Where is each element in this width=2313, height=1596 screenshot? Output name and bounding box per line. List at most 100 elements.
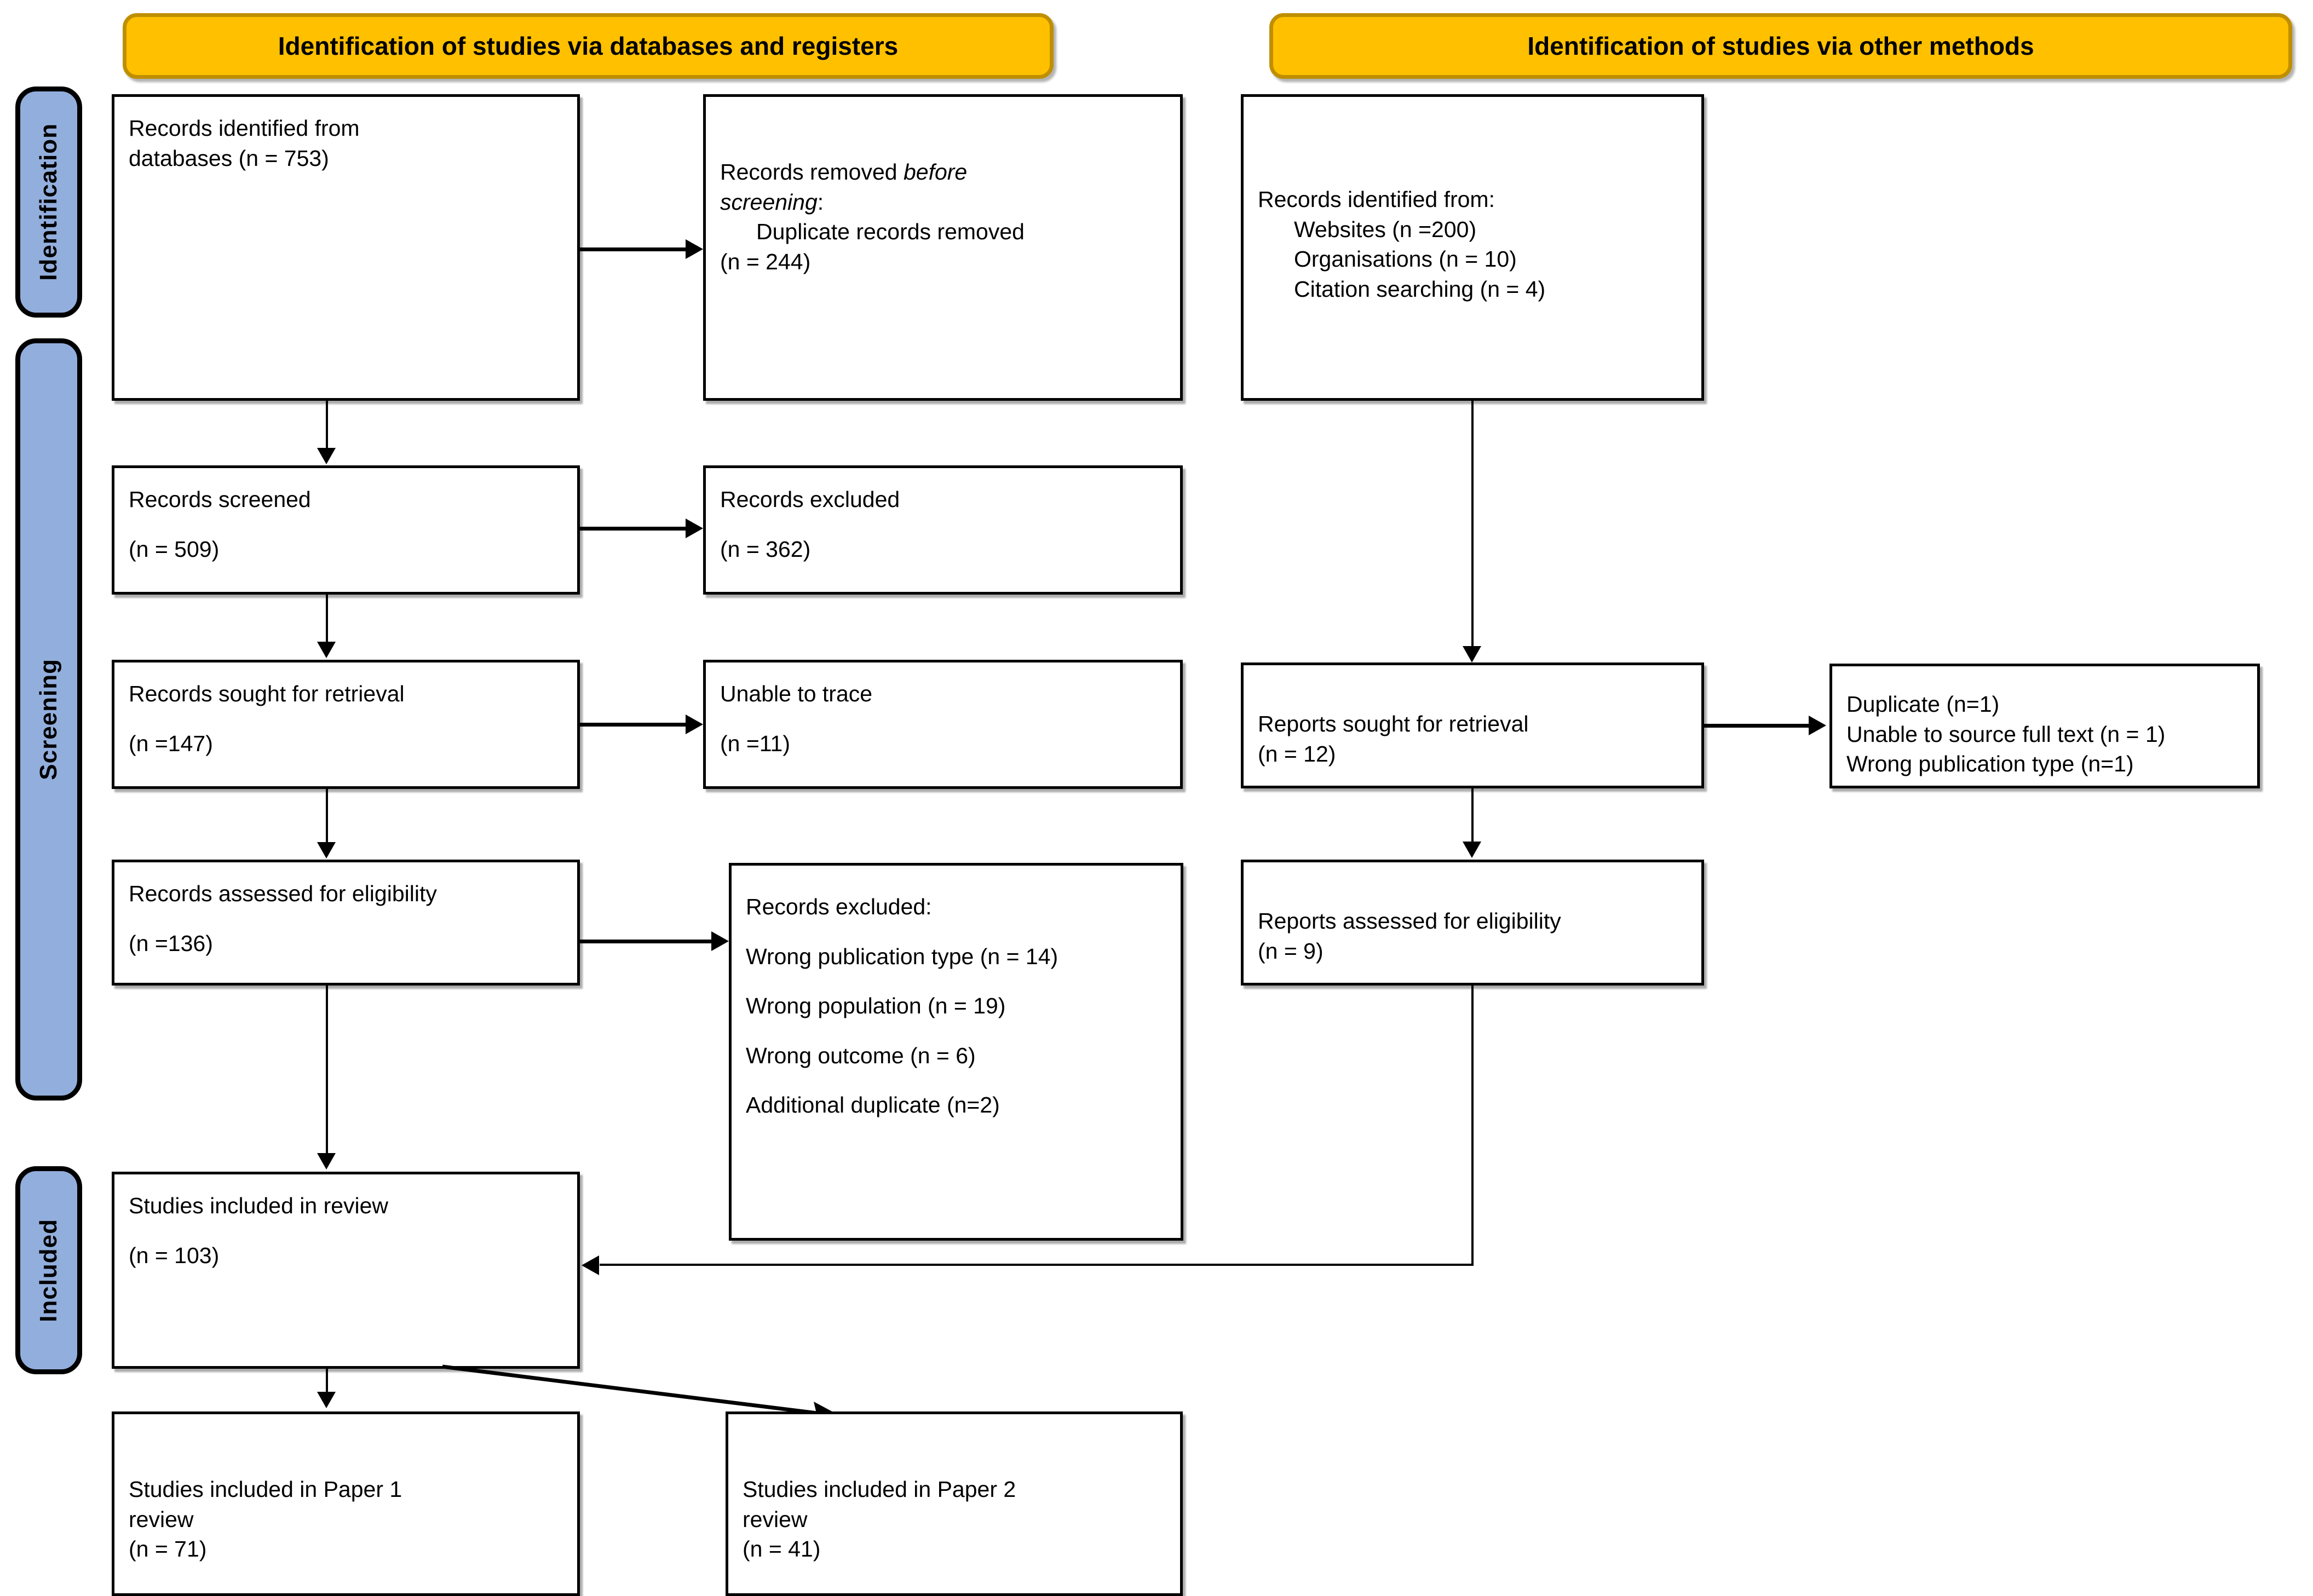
box-records-identified: Records identified from databases (n = 7… <box>112 94 580 401</box>
connector-reports-assessed-down <box>1471 986 1474 1266</box>
phase-label-included: Included <box>15 1166 82 1374</box>
records-excluded-label: Records excluded <box>720 487 900 512</box>
paper2-count: (n = 41) <box>743 1536 821 1562</box>
records-removed-line4: (n = 244) <box>720 249 811 274</box>
connector-screened-to-excluded <box>580 527 689 531</box>
reports-sought-count: (n = 12) <box>1258 741 1336 767</box>
records-excluded-spacer <box>720 515 1166 534</box>
arrowhead-assessed-to-excluded-detail <box>711 931 729 951</box>
studies-included-label: Studies included in review <box>129 1193 389 1218</box>
records-excluded-reason-population: Wrong population (n = 19) <box>746 993 1006 1019</box>
connector-assessed-to-studies-included <box>326 986 328 1155</box>
other-identified-heading: Records identified from: <box>1258 187 1495 212</box>
records-excluded-detail-heading: Records excluded: <box>746 894 932 919</box>
records-excluded-count: (n = 362) <box>720 536 811 562</box>
arrowhead-screened-to-sought <box>317 642 336 658</box>
records-removed-line1: Records removed before <box>720 159 968 185</box>
connector-reports-assessed-to-studies-included <box>600 1264 1472 1266</box>
box-records-screened: Records screened (n = 509) <box>112 465 580 595</box>
arrowhead-reports-sought-to-not-retrieved <box>1809 716 1826 735</box>
records-assessed-spacer <box>129 909 563 929</box>
arrowhead-screened-to-excluded <box>686 518 703 538</box>
connector-reports-sought-to-not-retrieved <box>1704 724 1813 728</box>
phase-label-screening: Screening <box>15 338 82 1101</box>
box-studies-included: Studies included in review (n = 103) <box>112 1172 580 1369</box>
records-sought-label: Records sought for retrieval <box>129 681 405 706</box>
unable-to-trace-spacer <box>720 709 1166 729</box>
box-paper2: Studies included in Paper 2 review (n = … <box>726 1411 1183 1596</box>
box-records-sought: Records sought for retrieval (n =147) <box>112 660 580 789</box>
paper2-line1: Studies included in Paper 2 <box>743 1477 1016 1502</box>
arrowhead-reports-assessed-to-studies-included <box>582 1255 599 1275</box>
box-paper1: Studies included in Paper 1 review (n = … <box>112 1411 580 1596</box>
arrowhead-assessed-to-studies-included <box>317 1153 336 1169</box>
box-reports-not-retrieved: Duplicate (n=1) Unable to source full te… <box>1829 664 2260 788</box>
records-screened-spacer <box>129 515 563 534</box>
other-identified-source-websites: Websites (n =200) <box>1294 216 1477 242</box>
records-excluded-reason-duplicate: Additional duplicate (n=2) <box>746 1092 1000 1118</box>
phase-label-included-text: Included <box>35 1218 62 1322</box>
connector-identified-to-screened <box>326 401 328 450</box>
records-removed-line3: Duplicate records removed <box>756 219 1025 245</box>
other-identified-source-citation: Citation searching (n = 4) <box>1294 276 1546 302</box>
arrowhead-sought-to-unable <box>686 715 703 734</box>
box-records-excluded: Records excluded (n = 362) <box>703 465 1183 595</box>
reports-sought-label: Reports sought for retrieval <box>1258 711 1529 736</box>
reports-assessed-count: (n = 9) <box>1258 938 1324 964</box>
records-sought-spacer <box>129 709 563 729</box>
unable-to-trace-count: (n =11) <box>720 730 791 756</box>
records-excluded-detail-spacer-3 <box>746 1021 1166 1041</box>
records-identified-line1: Records identified from <box>129 116 360 141</box>
arrowhead-studies-included-to-paper1 <box>317 1392 336 1408</box>
arrowhead-identified-to-screened <box>317 448 336 464</box>
records-removed-line2: screening: <box>720 189 824 215</box>
box-other-identified: Records identified from: Websites (n =20… <box>1241 94 1704 401</box>
connector-identified-to-removed <box>580 247 689 251</box>
paper1-line2: review <box>129 1506 194 1532</box>
reports-not-retrieved-reason-duplicate: Duplicate (n=1) <box>1846 692 2000 717</box>
column-header-databases: Identification of studies via databases … <box>123 13 1054 79</box>
connector-sought-to-assessed <box>326 789 328 844</box>
paper2-line2: review <box>743 1506 808 1532</box>
box-records-removed: Records removed before screening: Duplic… <box>703 94 1183 401</box>
arrowhead-other-to-reports-sought <box>1463 646 1481 662</box>
box-unable-to-trace: Unable to trace (n =11) <box>703 660 1183 789</box>
reports-assessed-label: Reports assessed for eligibility <box>1258 908 1561 934</box>
studies-included-spacer <box>129 1221 563 1241</box>
records-excluded-detail-spacer-1 <box>746 922 1166 942</box>
connector-sought-to-unable <box>580 723 689 727</box>
arrowhead-reports-sought-to-assessed <box>1463 842 1481 858</box>
studies-included-count: (n = 103) <box>129 1242 220 1268</box>
arrowhead-sought-to-assessed <box>317 842 336 859</box>
phase-label-identification: Identification <box>15 87 82 318</box>
phase-label-screening-text: Screening <box>35 659 62 780</box>
box-records-excluded-detail: Records excluded: Wrong publication type… <box>729 863 1183 1241</box>
paper1-line1: Studies included in Paper 1 <box>129 1477 402 1502</box>
records-identified-line2: databases (n = 753) <box>129 145 329 171</box>
box-records-assessed: Records assessed for eligibility (n =136… <box>112 860 580 986</box>
connector-studies-included-to-paper1 <box>326 1369 328 1393</box>
box-reports-sought: Reports sought for retrieval (n = 12) <box>1241 662 1704 788</box>
phase-label-identification-text: Identification <box>35 123 62 281</box>
records-removed-italic-screening: screening <box>720 189 818 215</box>
column-header-other-methods: Identification of studies via other meth… <box>1269 13 2292 79</box>
box-reports-assessed: Reports assessed for eligibility (n = 9) <box>1241 860 1704 986</box>
connector-reports-sought-to-assessed <box>1471 788 1474 843</box>
records-excluded-reason-publication-type: Wrong publication type (n = 14) <box>746 943 1058 969</box>
records-removed-italic-before: before <box>903 159 968 185</box>
connector-screened-to-sought <box>326 595 328 644</box>
connector-assessed-to-excluded-detail <box>580 940 715 943</box>
records-excluded-reason-outcome: Wrong outcome (n = 6) <box>746 1042 976 1068</box>
connector-other-to-reports-sought <box>1471 401 1474 648</box>
records-assessed-count: (n =136) <box>129 930 213 956</box>
records-assessed-label: Records assessed for eligibility <box>129 881 437 906</box>
paper1-count: (n = 71) <box>129 1536 207 1562</box>
records-sought-count: (n =147) <box>129 730 213 756</box>
records-excluded-detail-spacer-4 <box>746 1070 1166 1090</box>
records-excluded-detail-spacer-2 <box>746 971 1166 991</box>
unable-to-trace-label: Unable to trace <box>720 681 873 706</box>
arrowhead-identified-to-removed <box>686 239 703 259</box>
reports-not-retrieved-reason-fulltext: Unable to source full text (n = 1) <box>1846 721 2166 747</box>
reports-not-retrieved-reason-pubtype: Wrong publication type (n=1) <box>1846 751 2134 777</box>
